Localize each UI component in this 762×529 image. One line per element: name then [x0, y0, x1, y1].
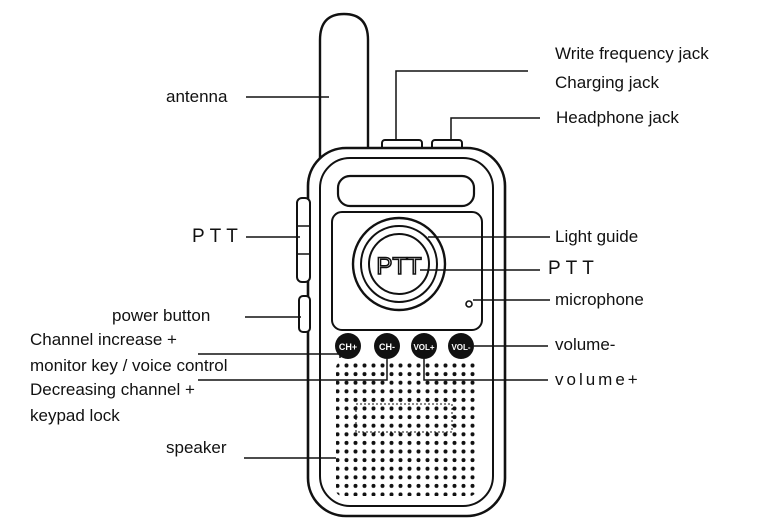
label-speaker: speaker — [166, 438, 227, 457]
ch-minus-key-label: CH- — [379, 342, 395, 352]
label-decreasing-channel-1: Decreasing channel + — [30, 380, 195, 399]
label-volume-minus: volume- — [555, 335, 616, 354]
label-ptt-left: PTT — [192, 226, 243, 247]
speaker-inner-outline — [355, 403, 453, 433]
vol-plus-key — [411, 333, 437, 359]
light-guide-bar — [336, 174, 476, 208]
vol-minus-key-label: VOL- — [451, 343, 470, 352]
label-power-button: power button — [112, 306, 211, 325]
label-charging-jack: Charging jack — [555, 73, 659, 92]
ch-minus-key — [374, 333, 400, 359]
leader-volume-plus — [423, 359, 548, 381]
leader-channel-increase — [198, 353, 341, 358]
leader-headphone-jack — [450, 117, 540, 141]
label-antenna: antenna — [166, 87, 228, 106]
ptt-button-text: PTT — [376, 253, 422, 280]
leader-decreasing-channel — [198, 359, 388, 381]
ptt-side-button — [296, 197, 311, 283]
microphone-hole — [465, 300, 473, 308]
label-write-frequency-jack: Write frequency jack — [555, 44, 709, 63]
label-channel-increase-2: monitor key / voice control — [30, 356, 228, 375]
label-headphone-jack: Headphone jack — [556, 108, 679, 127]
label-ptt-right: PTT — [548, 258, 599, 279]
label-volume-plus: volume+ — [555, 370, 641, 389]
power-side-button — [298, 295, 311, 333]
leader-lines — [198, 70, 550, 459]
ptt-button — [368, 233, 430, 295]
front-panel — [331, 211, 483, 331]
vol-plus-key-label: VOL+ — [413, 343, 434, 352]
label-light-guide: Light guide — [555, 227, 639, 246]
antenna — [318, 12, 370, 162]
vol-minus-key — [448, 333, 474, 359]
label-microphone: microphone — [555, 290, 644, 309]
label-decreasing-channel-2: keypad lock — [30, 406, 120, 425]
leader-write-frequency-jack — [395, 70, 528, 141]
radio-body-inner — [319, 157, 494, 507]
ch-plus-key — [335, 333, 361, 359]
ch-plus-key-label: CH+ — [339, 342, 357, 352]
label-channel-increase-1: Channel increase + — [30, 330, 177, 349]
speaker-grill — [336, 362, 476, 496]
